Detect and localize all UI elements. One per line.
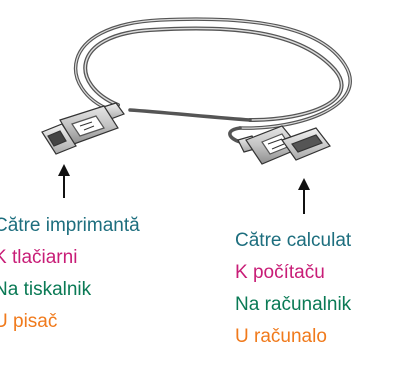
computer-end-labels: Către calculat K počítaču Na računalnik … bbox=[235, 225, 351, 353]
usb-type-a-connector-icon bbox=[237, 125, 331, 165]
label-computer-slovenian: Na računalnik bbox=[235, 294, 352, 315]
label-computer-romanian: Către calculat bbox=[235, 230, 352, 251]
up-arrow-icon bbox=[58, 164, 70, 198]
label-computer-croatian: U računalo bbox=[235, 326, 327, 347]
printer-end-labels: Către imprimantă K tlačiarni Na tiskalni… bbox=[0, 210, 140, 338]
up-arrow-icon bbox=[298, 178, 310, 214]
label-printer-slovak: K tlačiarni bbox=[0, 247, 78, 268]
cable bbox=[74, 17, 352, 144]
label-printer-croatian: U pisač bbox=[0, 311, 58, 332]
usb-type-b-connector-icon bbox=[41, 102, 125, 155]
label-printer-romanian: Către imprimantă bbox=[0, 215, 140, 236]
label-printer-slovenian: Na tiskalnik bbox=[0, 279, 92, 300]
label-computer-slovak: K počítaču bbox=[235, 262, 325, 283]
